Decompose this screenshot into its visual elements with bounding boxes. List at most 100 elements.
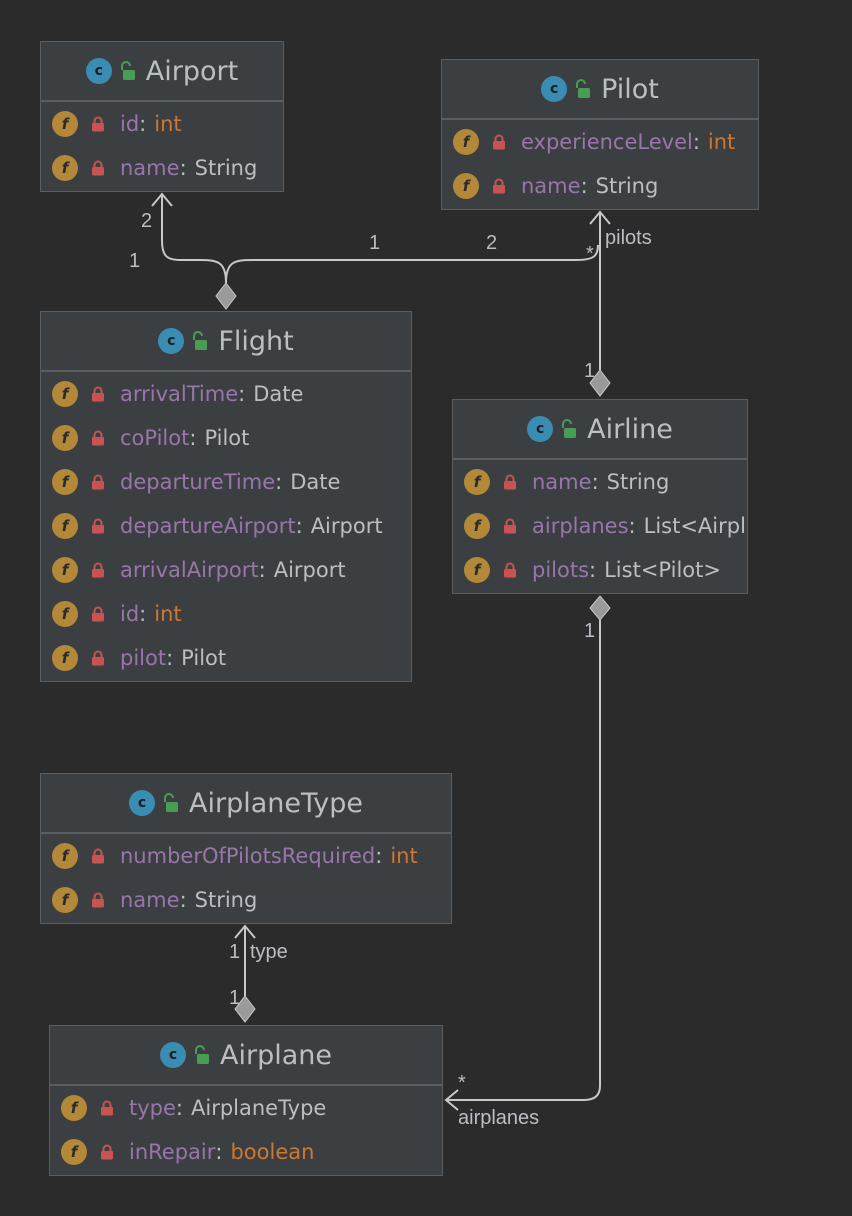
field-f-icon: f [453, 129, 479, 155]
field-f-icon: f [52, 155, 78, 181]
class-name: Airline [587, 413, 673, 445]
unlock-icon [562, 419, 577, 438]
field-name: numberOfPilotsRequired [120, 844, 376, 868]
field-type: int [154, 112, 182, 136]
airline-pilots-composition-diamond [589, 369, 611, 397]
airplane-type-arrowhead [234, 924, 256, 939]
field-f-icon: f [61, 1095, 87, 1121]
class-c-icon: c [158, 328, 185, 354]
lock-icon [92, 650, 104, 666]
airplane-arrowhead [444, 1089, 459, 1111]
field-name: airplanes [532, 514, 629, 538]
pilot-arrowhead [589, 210, 611, 225]
field-name: experienceLevel [521, 130, 693, 154]
field-colon: : [139, 112, 147, 136]
flight-airport-connector[interactable] [161, 194, 227, 284]
class-c-icon: c [85, 58, 112, 84]
field-colon: : [258, 558, 266, 582]
unlock-icon [120, 61, 135, 80]
class-c-icon: c [129, 790, 155, 816]
field-colon: : [215, 1140, 223, 1164]
airline-airplanes-composition-diamond [589, 595, 611, 621]
flight-pilot-source-multiplicity: 1 [369, 232, 381, 254]
field-name: pilots [532, 558, 590, 582]
lock-icon [92, 430, 104, 446]
field-type: String [194, 156, 258, 180]
field-type: List<Airpl [643, 514, 746, 538]
unlock-icon [576, 79, 591, 98]
field-type: AirplaneType [191, 1096, 327, 1120]
field-type: int [154, 602, 182, 626]
field-f-icon: f [52, 843, 78, 869]
field-type: String [194, 888, 258, 912]
field-f-icon: f [52, 557, 78, 583]
airline-pilots-role: pilots [605, 227, 652, 249]
lock-icon [92, 606, 104, 622]
field-colon: : [179, 156, 187, 180]
field-type: Pilot [204, 426, 250, 450]
field-type: int [707, 130, 736, 154]
field-row[interactable]: f pilot: Pilot [41, 636, 411, 680]
field-colon: : [189, 426, 197, 450]
airline-airplanes-role: airplanes [458, 1107, 540, 1129]
field-colon: : [139, 602, 147, 626]
lock-icon [92, 518, 104, 534]
lock-icon [92, 386, 104, 402]
field-f-icon: f [52, 887, 78, 913]
field-colon: : [166, 646, 174, 670]
field-name: departureTime [120, 470, 276, 494]
field-f-icon: f [52, 645, 78, 671]
airline-airplanes-target-multiplicity: * [458, 1072, 466, 1094]
lock-icon [92, 562, 104, 578]
flight-airport-target-multiplicity: 2 [141, 210, 153, 232]
field-colon: : [580, 174, 588, 198]
field-type: boolean [230, 1140, 315, 1164]
class-c-icon: c [160, 1042, 186, 1068]
flight-pilot-connector[interactable] [225, 244, 599, 284]
flight-airport-source-multiplicity: 1 [129, 250, 141, 272]
field-name: name [521, 174, 581, 198]
lock-icon [504, 562, 516, 578]
field-type: Pilot [181, 646, 227, 670]
lock-icon [92, 160, 104, 176]
lock-icon [92, 848, 104, 864]
field-f-icon: f [464, 557, 490, 583]
lock-icon [493, 134, 505, 150]
lock-icon [101, 1100, 113, 1116]
airline-airplanes-connector[interactable] [446, 620, 601, 1101]
field-name: pilot [120, 646, 167, 670]
field-f-icon: f [453, 173, 479, 199]
field-name: id [120, 602, 140, 626]
field-colon: : [275, 470, 283, 494]
